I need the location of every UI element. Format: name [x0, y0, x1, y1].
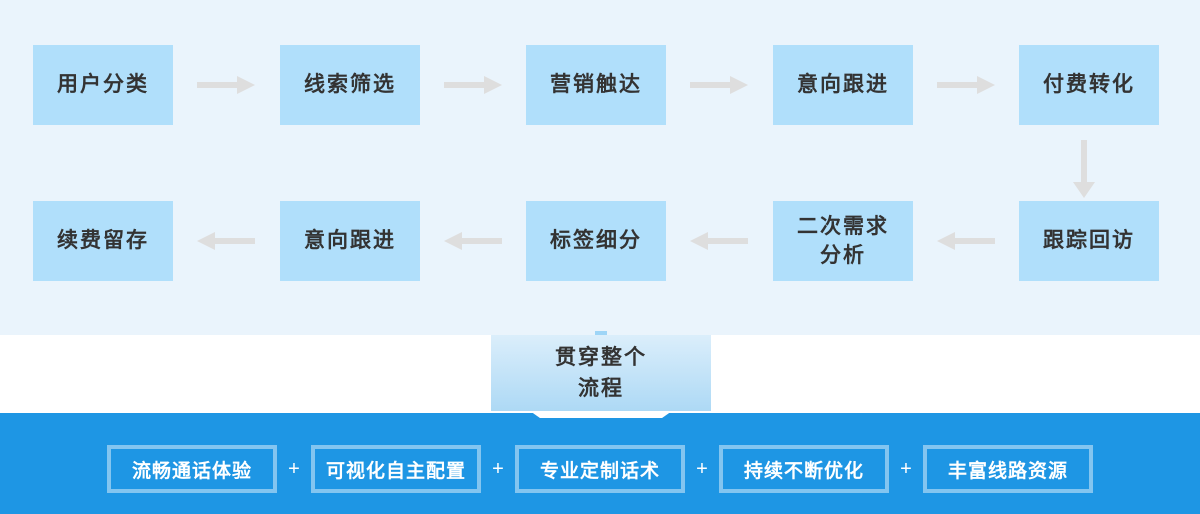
feature-badge: 丰富线路资源: [923, 445, 1093, 493]
flow-diagram-area: 用户分类 线索筛选 营销触达 意向跟进 付费转化 续费留存: [0, 0, 1200, 335]
flow-step-box: 标签细分: [526, 201, 674, 289]
arrow-left-icon: [690, 232, 748, 250]
flow-step-box: 续费留存: [33, 201, 181, 289]
flow-step-label: 用户分类: [57, 73, 149, 97]
connector-white-base: [530, 411, 672, 418]
plus-separator: +: [696, 458, 708, 480]
flow-step-label: 营销触达: [550, 73, 642, 97]
arrow-right-icon: [937, 76, 995, 94]
flow-step-box: 营销触达: [526, 45, 674, 133]
plus-separator: +: [492, 458, 504, 480]
arrow-down-icon: [1073, 140, 1095, 198]
arrow-right-icon: [444, 76, 502, 94]
arrow-right-icon: [197, 76, 255, 94]
flow-step-label: 意向跟进: [797, 73, 889, 97]
flow-step-box: 二次需求 分析: [773, 201, 921, 289]
process-span-box: 贯穿整个 流程: [491, 331, 711, 418]
flow-step-label: 二次需求 分析: [797, 214, 889, 267]
arrow-right-icon: [690, 76, 748, 94]
flow-step-box: 线索筛选: [280, 45, 428, 133]
process-span-label: 贯穿整个 流程: [555, 345, 647, 401]
flow-step-box: 跟踪回访: [1019, 201, 1167, 289]
feature-badge: 持续不断优化: [719, 445, 889, 493]
flow-step-label: 标签细分: [550, 229, 642, 253]
flow-step-box: 意向跟进: [773, 45, 921, 133]
flow-step-label: 付费转化: [1043, 73, 1135, 97]
feature-badge: 专业定制话术: [515, 445, 685, 493]
plus-separator: +: [900, 458, 912, 480]
feature-badge: 流畅通话体验: [107, 445, 277, 493]
flow-step-box: 意向跟进: [280, 201, 428, 289]
features-bar: 流畅通话体验 + 可视化自主配置 + 专业定制话术 + 持续不断优化 + 丰富线…: [0, 413, 1200, 514]
arrow-left-icon: [937, 232, 995, 250]
flow-step-box: 用户分类: [33, 45, 181, 133]
plus-separator: +: [288, 458, 300, 480]
flow-step-label: 线索筛选: [304, 73, 396, 97]
feature-badge: 可视化自主配置: [311, 445, 481, 493]
flow-step-label: 意向跟进: [304, 229, 396, 253]
arrow-left-icon: [444, 232, 502, 250]
flow-step-label: 跟踪回访: [1043, 229, 1135, 253]
flow-step-box: 付费转化: [1019, 45, 1167, 133]
flow-step-label: 续费留存: [57, 229, 149, 253]
connector-top-tab: [595, 331, 607, 335]
arrow-left-icon: [197, 232, 255, 250]
